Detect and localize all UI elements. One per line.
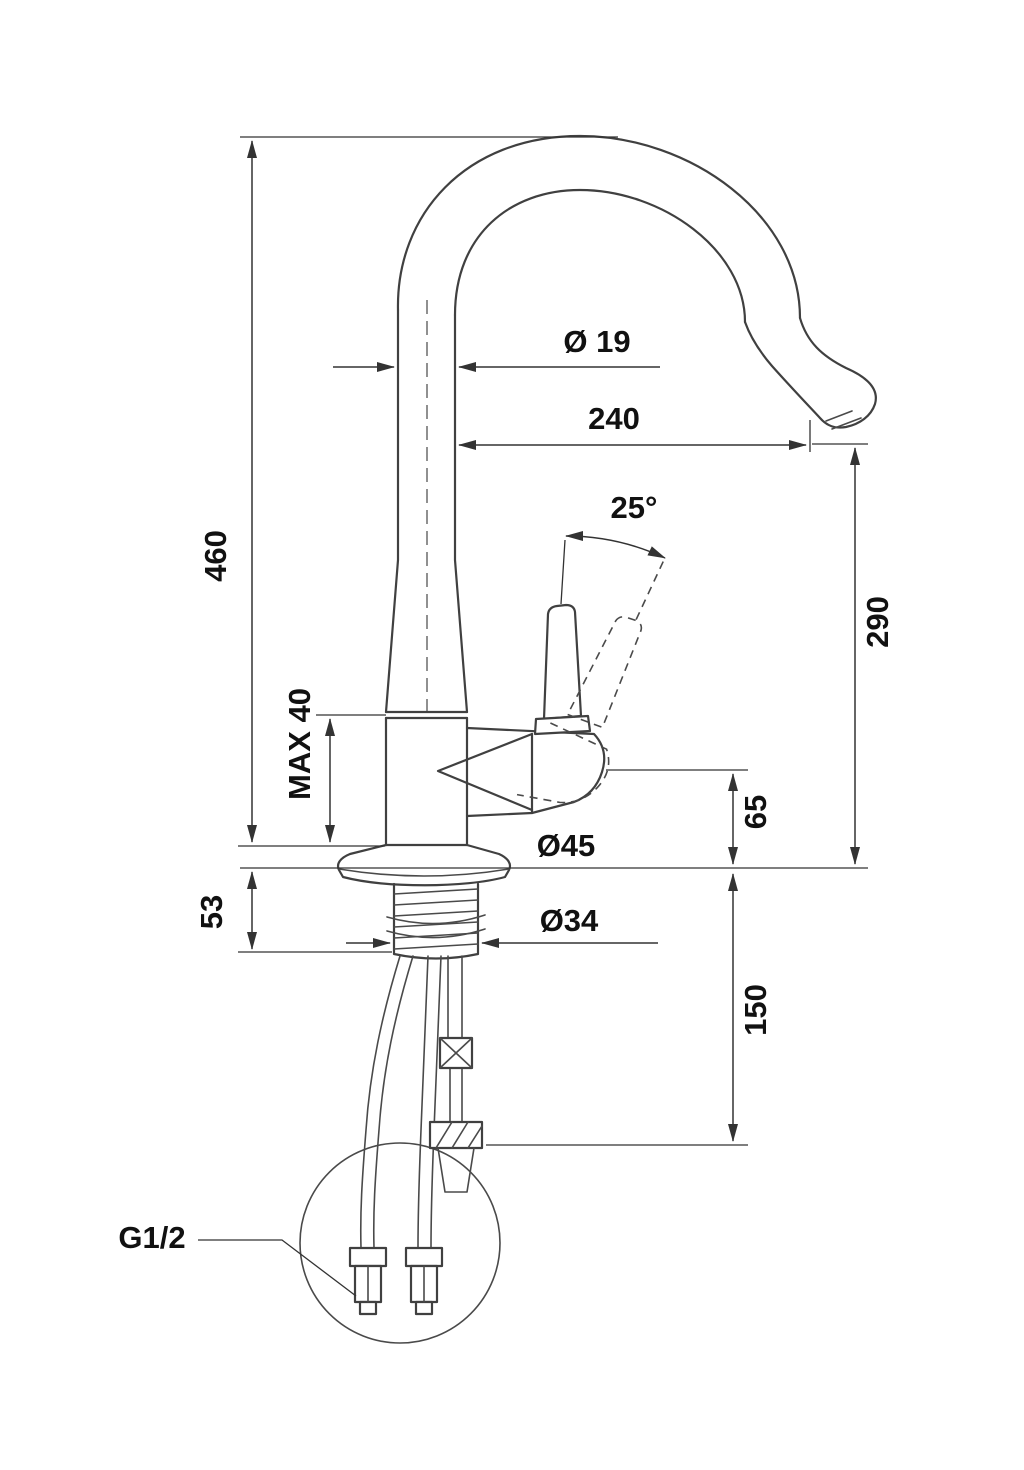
dim-label-45: Ø45 <box>537 828 596 863</box>
stud-fitting-cross <box>439 1037 473 1069</box>
deck-flange-inner-line <box>338 868 510 877</box>
dim-label-460: 460 <box>198 530 233 582</box>
dim-label-19: Ø 19 <box>563 324 630 359</box>
faucet-drawing <box>299 134 877 1344</box>
shank-threads <box>393 888 479 950</box>
angle-extension-rotated <box>635 559 665 620</box>
handle-lever-cap <box>533 714 592 736</box>
supply-hose-left <box>359 955 414 1249</box>
connector-nut <box>404 1246 444 1268</box>
dim-label-max40: MAX 40 <box>282 688 317 800</box>
body-junction-lines <box>384 710 469 720</box>
connector-nut <box>348 1246 388 1268</box>
handle-lever-rotated-ghost <box>516 559 665 804</box>
connector-tip <box>414 1300 434 1316</box>
spout-left-edge <box>384 308 400 714</box>
hose-connector-left <box>348 1246 388 1316</box>
dim-label-g12: G1/2 <box>118 1220 185 1255</box>
spout-right-edge <box>453 313 469 714</box>
dim-label-240: 240 <box>588 401 640 436</box>
handle-housing <box>465 726 606 818</box>
connector-tip <box>358 1300 378 1316</box>
nozzle-aerator-lines <box>825 410 862 430</box>
hose-loop <box>299 1142 501 1344</box>
dim-label-65: 65 <box>738 795 773 829</box>
ext-line-25-left <box>560 539 566 605</box>
handle-housing-dashed <box>516 722 610 804</box>
dim-label-53: 53 <box>194 895 229 929</box>
mounting-bracket-taper <box>437 1147 475 1193</box>
dim-label-25: 25° <box>611 490 658 525</box>
leader-line-g12 <box>198 1239 357 1297</box>
handle-lever <box>542 603 583 721</box>
spout-outer-curve <box>396 134 802 320</box>
mounting-stud <box>447 955 463 1123</box>
dim-label-34: Ø34 <box>540 903 599 938</box>
dimension-annotations: 460 53 Ø 19 240 290 MAX 40 65 Ø45 <box>118 136 895 1297</box>
dim-label-290: 290 <box>860 596 895 648</box>
mounting-bracket <box>428 1120 484 1150</box>
hose-connector-right <box>404 1246 444 1316</box>
deck-flange <box>336 843 512 887</box>
handle-lever-dashed <box>566 616 643 729</box>
dim-arc-25 <box>565 531 666 559</box>
dim-label-150: 150 <box>738 984 773 1036</box>
spout-inner-curve <box>453 188 747 324</box>
mounting-bracket-hatch <box>435 1121 483 1149</box>
supply-hose-right <box>417 955 442 1249</box>
handle-housing-cone <box>436 732 534 812</box>
spout-nozzle <box>743 316 877 429</box>
shank-nut-waves <box>386 914 486 939</box>
